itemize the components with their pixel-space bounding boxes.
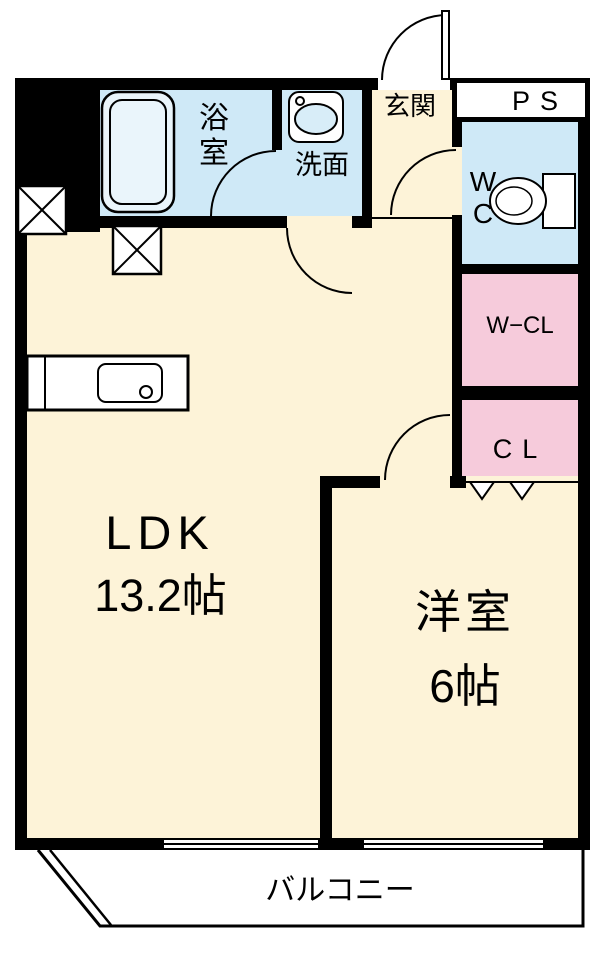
wall-segment [452, 215, 462, 480]
wall-segment [15, 78, 27, 848]
door-arc-entrance [381, 14, 447, 80]
wall-segment [452, 386, 590, 400]
wall-segment [450, 476, 466, 488]
window-western-room [362, 838, 545, 850]
label-ldk-area: 13.2帖 [94, 570, 227, 621]
wall-segment [362, 78, 372, 222]
label-closet: CL [492, 434, 548, 464]
room-walk-in-closet [462, 274, 578, 386]
window-glass-line [364, 843, 543, 845]
label-ldk: LDK [105, 506, 215, 559]
label-walk-in-closet: W−CL [486, 312, 554, 339]
wall-segment [15, 216, 287, 228]
wall-segment [545, 838, 590, 850]
window-glass-line [164, 843, 318, 845]
label-pipe-space: PS [511, 86, 569, 116]
wall-segment [15, 78, 100, 232]
label-wc: WC [469, 166, 497, 230]
label-western-room-area: 6帖 [429, 660, 501, 712]
wall-segment [15, 78, 378, 90]
wall-segment [320, 476, 380, 488]
label-bathroom: 浴室 [199, 102, 229, 170]
wall-segment [578, 78, 590, 848]
pipe-space-box [452, 78, 590, 122]
wall-segment [452, 264, 590, 274]
label-washroom: 洗面 [295, 150, 349, 180]
label-entrance: 玄関 [383, 91, 436, 121]
label-western-room: 洋室 [415, 586, 515, 638]
label-balcony: バルコニー [265, 874, 415, 907]
wall-segment [15, 838, 162, 850]
entrance-door-leaf [441, 10, 450, 80]
wall-segment [320, 476, 332, 848]
wall-segment [352, 216, 372, 228]
window-ldk [162, 838, 320, 850]
wall-segment [272, 78, 282, 150]
room-closet [462, 400, 578, 476]
